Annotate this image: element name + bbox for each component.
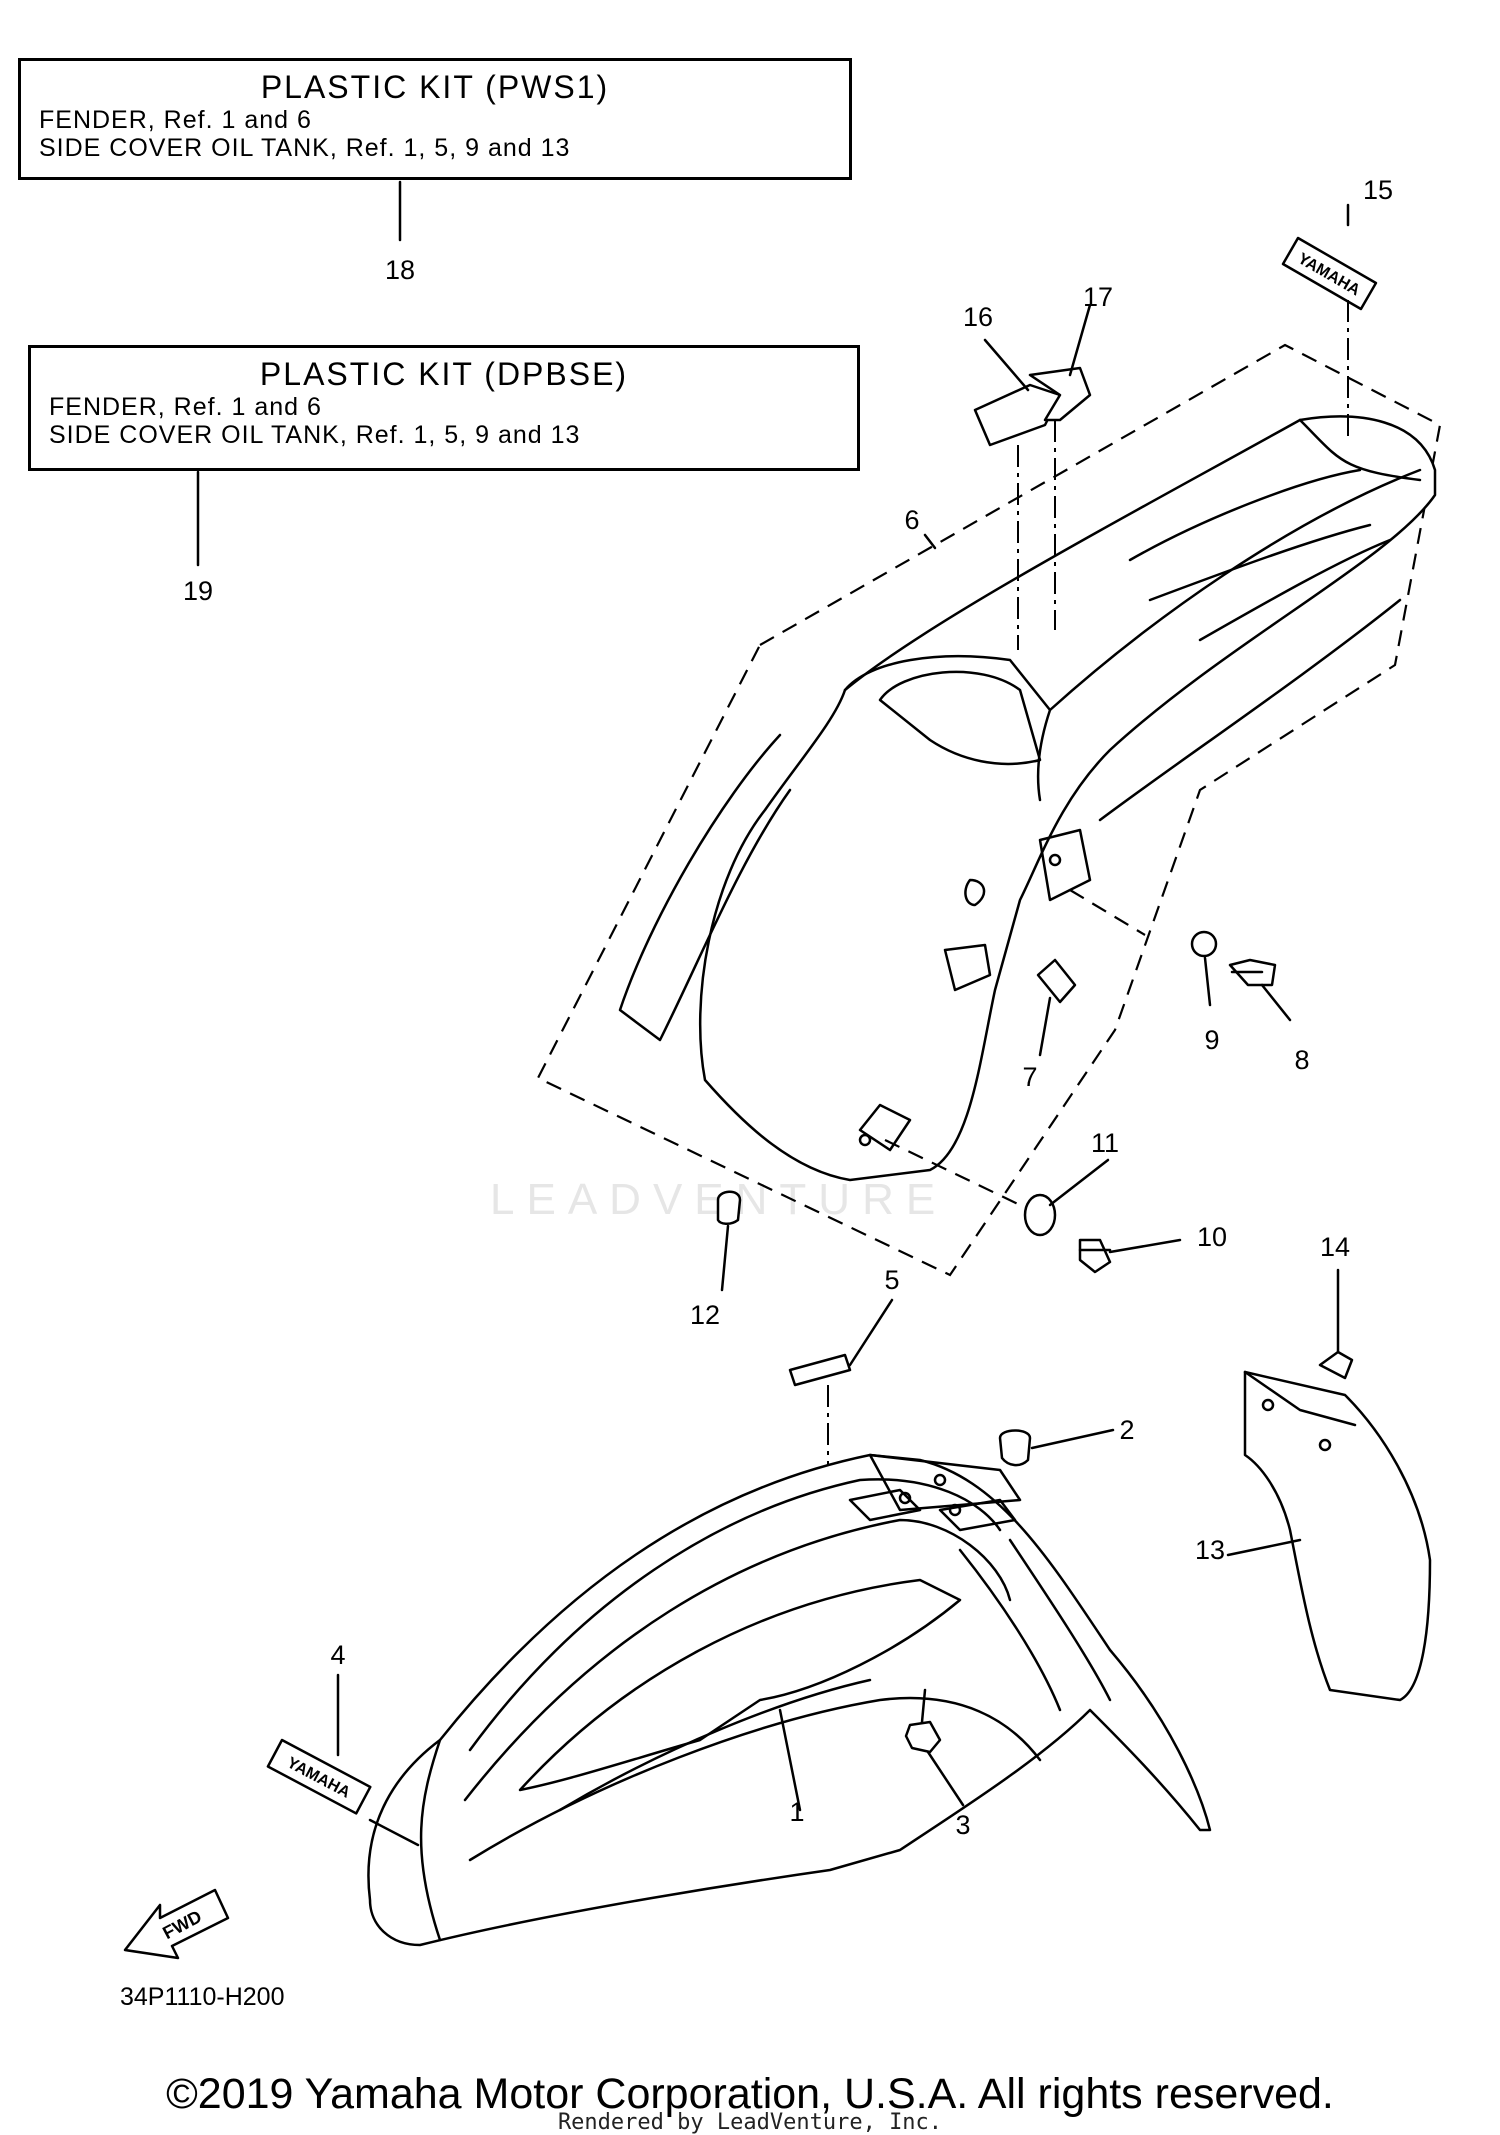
rendered-by-credit: Rendered by LeadVenture, Inc. [557,2110,943,2135]
front-fender [367,1453,1212,1947]
plastic-kit-pws1-box: PLASTIC KIT (PWS1) FENDER, Ref. 1 and 6 … [18,58,852,180]
callout-8: 8 [1294,1045,1310,1075]
kit-line: SIDE COVER OIL TANK, Ref. 1, 5, 9 and 13 [49,421,581,449]
callout-19: 19 [182,576,214,606]
kit-line: FENDER, Ref. 1 and 6 [49,393,322,421]
yamaha-decal-front: YAMAHA [266,1738,372,1815]
bolt-8 [1228,958,1277,987]
washer-9 [1190,930,1218,958]
pad-17 [1028,366,1092,422]
callout-15: 15 [1362,175,1394,205]
callout-6: 6 [904,505,920,535]
callout-7: 7 [1022,1062,1038,1092]
kit-title: PLASTIC KIT (PWS1) [260,69,610,105]
bolt-3 [904,1688,942,1754]
callout-17: 17 [1082,282,1114,312]
yamaha-decal-rear: YAMAHA [1281,236,1378,311]
pad-5 [788,1353,852,1387]
side-cover-13 [1243,1370,1432,1702]
copyright-notice: ©2019 Yamaha Motor Corporation, U.S.A. A… [166,2070,1334,2118]
callout-3: 3 [955,1810,971,1840]
kit-line: SIDE COVER OIL TANK, Ref. 1, 5, 9 and 13 [39,134,571,162]
plastic-kit-dpbse-box: PLASTIC KIT (DPBSE) FENDER, Ref. 1 and 6… [28,345,860,471]
diagram-id: 34P1110-H200 [120,1983,285,2011]
kit-line: FENDER, Ref. 1 and 6 [39,106,312,134]
callout-18: 18 [384,255,416,285]
watermark-text: LEADVENTURE [490,1175,947,1225]
washer-11 [1023,1193,1057,1237]
rear-fender [618,415,1437,1182]
callout-10: 10 [1196,1222,1228,1252]
callout-2: 2 [1119,1415,1135,1445]
callout-14: 14 [1319,1232,1351,1262]
screw-14 [1318,1350,1354,1380]
callout-13: 13 [1194,1535,1226,1565]
grommet-2 [998,1429,1032,1467]
callout-11: 11 [1090,1128,1120,1158]
callout-16: 16 [962,302,994,332]
grommet-12 [716,1190,742,1225]
kit-title: PLASTIC KIT (DPBSE) [259,356,629,392]
rear-fender-assembly-outline [536,343,1442,1277]
bolt-10 [1078,1238,1112,1274]
clip-nut-7 [1036,958,1077,1004]
callout-4: 4 [330,1640,346,1670]
callout-5: 5 [884,1265,900,1295]
fwd-arrow-icon: FWD [123,1888,230,1960]
callout-12: 12 [689,1300,721,1330]
callout-1: 1 [789,1797,805,1827]
callout-9: 9 [1204,1025,1220,1055]
